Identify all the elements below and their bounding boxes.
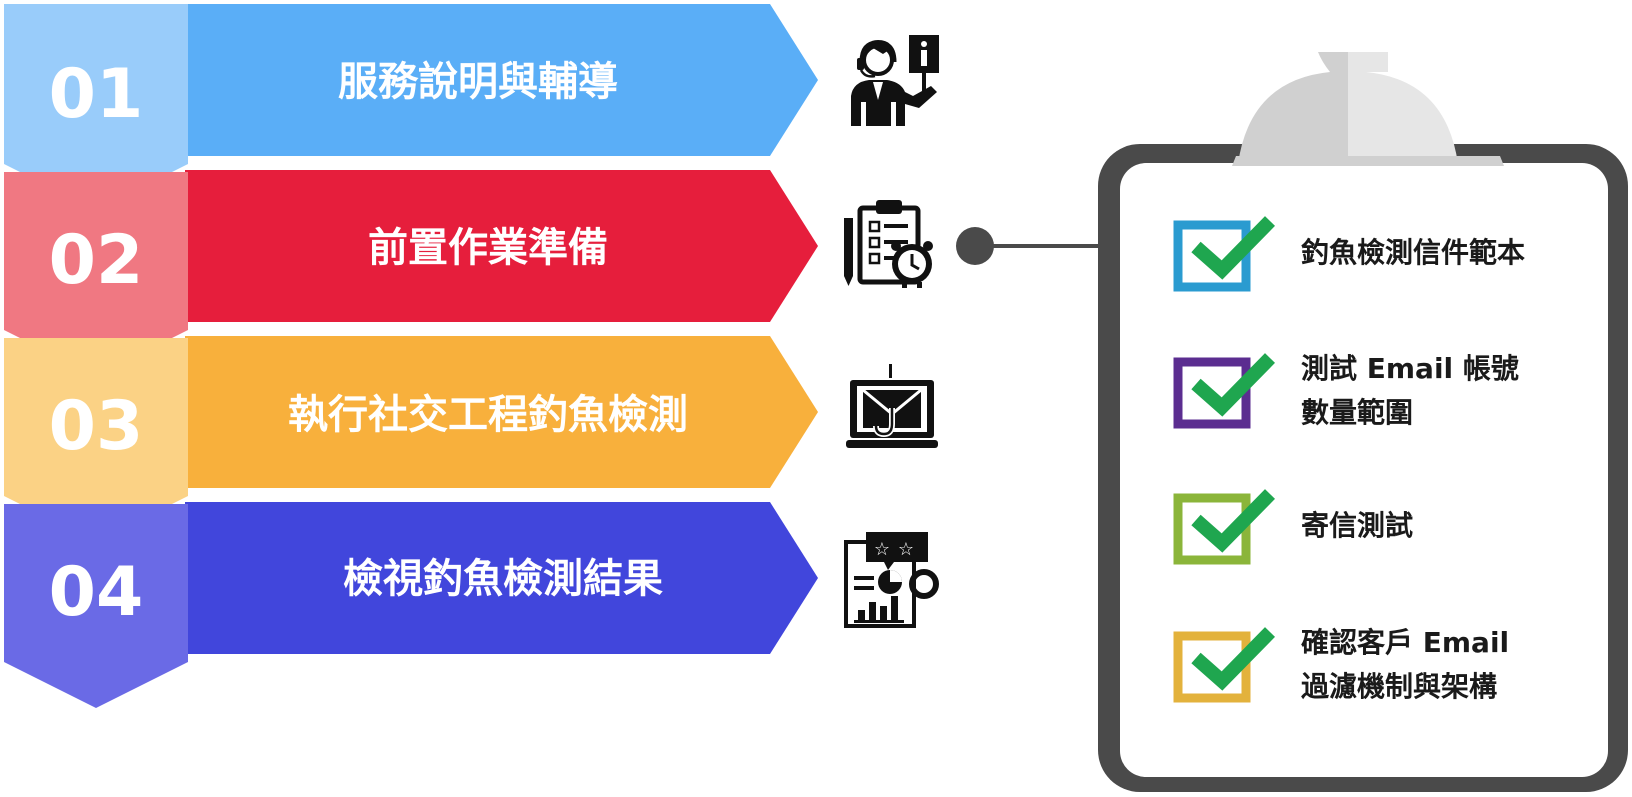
step-02-number: 02 (49, 221, 144, 300)
clipboard-timer-icon (844, 200, 933, 288)
connector (956, 227, 1100, 265)
checklist-item-2-line-1: 測試 Email 帳號 (1301, 352, 1519, 385)
svg-text:☆: ☆ (874, 539, 890, 560)
step-03-number: 03 (49, 387, 144, 466)
step-01-arrow (185, 4, 818, 156)
step-04-number: 04 (49, 553, 144, 632)
step-01-number: 01 (49, 55, 144, 134)
check-mark-3-icon (1191, 489, 1276, 553)
step-04: 04 檢視釣魚檢測結果 (4, 502, 818, 708)
step-02: 02 前置作業準備 (4, 170, 818, 376)
checklist-item-1: 釣魚檢測信件範本 (1173, 216, 1525, 292)
checkbox-3 (1173, 493, 1251, 565)
svg-text:☆: ☆ (898, 539, 914, 560)
check-mark-1-icon (1191, 216, 1276, 280)
report-chart-icon: ☆ ☆ (844, 532, 939, 628)
checklist-clipboard (1098, 52, 1628, 792)
step-02-label: 前置作業準備 (368, 225, 608, 271)
step-03-label: 執行社交工程釣魚檢測 (288, 392, 688, 438)
step-03-arrow (185, 336, 818, 488)
checklist-item-4-line-2: 過濾機制與架構 (1301, 670, 1497, 703)
step-02-arrow (185, 170, 818, 322)
step-01-tab (4, 4, 188, 210)
clipboard-paper (1120, 163, 1608, 777)
checklist-item-2-line-2: 數量範圍 (1301, 396, 1413, 429)
checklist-item-3-line-1: 寄信測試 (1301, 509, 1413, 542)
clipboard-clip (1232, 52, 1504, 166)
step-02-tab (4, 172, 188, 376)
phishing-email-laptop-icon (846, 364, 938, 448)
checklist-item-4-line-1: 確認客戶 Email (1301, 626, 1509, 659)
checklist-item-4: 確認客戶 Email 過濾機制與架構 (1173, 626, 1509, 703)
step-04-arrow (185, 502, 818, 654)
checkbox-1 (1173, 220, 1251, 292)
check-mark-4-icon (1191, 627, 1276, 691)
step-03: 03 執行社交工程釣魚檢測 (4, 336, 818, 542)
checklist-item-1-line-1: 釣魚檢測信件範本 (1301, 236, 1525, 269)
step-01-label: 服務說明與輔導 (338, 59, 618, 105)
step-03-tab (4, 338, 188, 542)
checkbox-4 (1173, 631, 1251, 703)
check-mark-2-icon (1191, 353, 1276, 417)
step-01: 01 服務說明與輔導 (4, 4, 818, 210)
support-agent-icon (851, 35, 939, 126)
connector-dot (956, 227, 994, 265)
step-04-label: 檢視釣魚檢測結果 (343, 556, 663, 602)
checklist-item-3: 寄信測試 (1173, 489, 1413, 565)
checkbox-2 (1173, 357, 1251, 429)
step-04-tab (4, 504, 188, 708)
checklist-item-2: 測試 Email 帳號 數量範圍 (1173, 352, 1519, 429)
